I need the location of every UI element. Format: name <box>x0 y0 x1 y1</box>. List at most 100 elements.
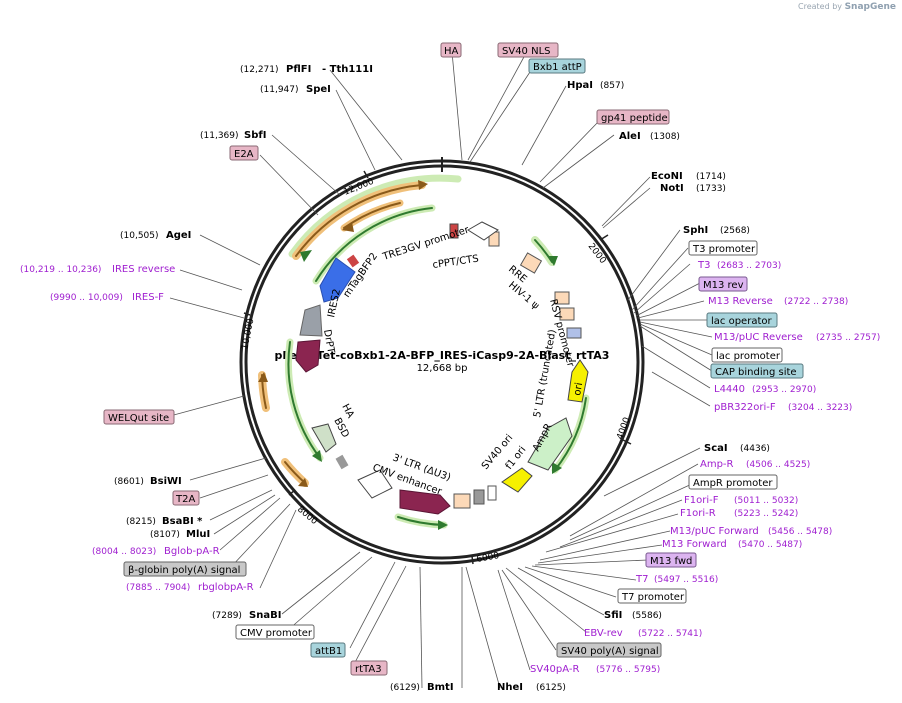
t7-pos: (5497 .. 5516) <box>654 575 718 585</box>
t3promoter-box <box>688 240 758 256</box>
plasmid-name: pLenti-Tet-coBxb1-2A-BFP_IRES-iCasp9-2A-… <box>275 349 610 362</box>
bxb1-stripes <box>566 327 582 339</box>
rtta3-label: rtTA3 <box>355 664 382 675</box>
sv40nls-label: SV40 NLS <box>502 46 551 57</box>
pflfi-pos: (12,271) <box>240 65 279 75</box>
rsv-box <box>559 307 575 321</box>
t7promoter-box <box>617 588 687 604</box>
sfii-pos: (5586) <box>632 611 662 621</box>
arc-arrowheads <box>258 180 562 530</box>
tick-10000: 10,000 <box>240 317 256 350</box>
m13rev-box <box>698 276 748 292</box>
nhei-label: NheI <box>497 682 523 693</box>
ha-box-label <box>440 42 462 58</box>
cap-label: CAP binding site <box>715 367 797 378</box>
hpai-pos: (857) <box>600 81 624 91</box>
ires-f-label: IRES-F <box>132 292 164 303</box>
lacoperator-box <box>706 312 778 328</box>
m13puc-reverse-label: M13/pUC Reverse <box>714 332 803 343</box>
tick-8000: 8000 <box>295 505 319 528</box>
attb1-label: attB1 <box>315 646 342 657</box>
bglob-pa-r-pos: (8004 .. 8023) <box>92 547 156 557</box>
ires2-shape <box>299 304 323 337</box>
sbfi-label: SbfI <box>244 130 266 141</box>
sv40ori-box <box>487 485 497 501</box>
f1ori-arrow <box>501 467 533 493</box>
m13puc-forward-pos: (5456 .. 5478) <box>768 527 832 537</box>
snapgene-logo: SnapGene <box>844 2 896 12</box>
snabi-label: SnaBI <box>249 610 281 621</box>
cap-box <box>710 363 804 379</box>
nhei-pos: (6125) <box>536 683 566 693</box>
gp41-label: gp41 peptide <box>601 113 668 124</box>
ampr-arrow <box>527 417 573 471</box>
f1ori-r-pos: (5223 .. 5242) <box>734 509 798 519</box>
iCasp-red-bar <box>346 254 360 268</box>
m13-reverse-label: M13 Reverse <box>708 296 773 307</box>
rbglobpa-r-label: rbglobpA-R <box>198 582 254 593</box>
alei-pos: (1308) <box>650 132 680 142</box>
f1ori-f-label: F1ori-F <box>684 495 719 506</box>
m13fwd-label: M13 fwd <box>650 556 692 567</box>
t7-label: T7 <box>635 574 648 585</box>
ltr5-box <box>554 291 570 305</box>
bxb1attp-box <box>528 58 586 74</box>
m13fwd-box <box>645 552 697 568</box>
welqut-label: WELQut site <box>108 413 169 424</box>
spei-label: SpeI <box>306 84 331 95</box>
noti-label: NotI <box>660 183 684 194</box>
plasmid-size: 12,668 bp <box>417 363 468 374</box>
tick-6000: 6000 <box>476 551 501 565</box>
sphi-label: SphI <box>683 225 708 236</box>
t2a-label: T2A <box>175 494 195 505</box>
label-cppt: cPPT/CTS <box>432 254 480 271</box>
bsd-arrow <box>311 423 337 453</box>
hiv-psi-box <box>519 252 543 274</box>
attb1-box <box>310 642 346 658</box>
welqut-box <box>103 409 175 425</box>
enzyme-labels: (12,271) PflFI - Tth111I (11,947) SpeI (… <box>114 64 770 693</box>
f1ori-r-label: F1ori-R <box>680 508 716 519</box>
scai-label: ScaI <box>704 443 728 454</box>
t3-label: T3 <box>697 260 710 271</box>
spei-pos: (11,947) <box>260 85 299 95</box>
agei-label: AgeI <box>166 230 191 241</box>
amprpromoter-box <box>688 474 778 490</box>
boxed-labels: HA SV40 NLS Bxb1 attP gp41 peptide E2A T… <box>103 42 804 676</box>
e2a-box <box>229 145 259 161</box>
snabi-pos: (7289) <box>212 611 242 621</box>
amp-r-pos: (4506 .. 4525) <box>746 460 810 470</box>
tth111i-label: - Tth111I <box>322 64 373 75</box>
label-bsd: BSD <box>331 416 351 440</box>
sv40pa-label: SV40 poly(A) signal <box>561 646 659 657</box>
sv40pa-box <box>556 642 662 658</box>
sv40pa-box <box>473 489 485 505</box>
ires-reverse-pos: (10,219 .. 10,236) <box>20 265 101 275</box>
econi-pos: (1714) <box>696 172 726 182</box>
sfii-label: SfiI <box>604 610 622 621</box>
bsiwi-pos: (8601) <box>114 477 144 487</box>
m13-reverse-pos: (2722 .. 2738) <box>784 297 848 307</box>
rbglobpa-r-pos: (7885 .. 7904) <box>126 583 190 593</box>
t2a-box <box>172 490 200 506</box>
mlui-label: MluI <box>186 529 210 540</box>
m13puc-forward-label: M13/pUC Forward <box>670 526 759 537</box>
bxb1attp-label: Bxb1 attP <box>533 62 582 73</box>
l4440-label: L4440 <box>714 384 745 395</box>
label-ori: ori <box>572 382 585 397</box>
econi-label: EcoNI <box>651 171 683 182</box>
scai-pos: (4436) <box>740 444 770 454</box>
ltr3-box <box>453 493 471 509</box>
ebv-rev-pos: (5722 .. 5741) <box>638 629 702 639</box>
bsabi-pos: (8215) <box>126 517 156 527</box>
snapgene-credit: Created by SnapGene <box>798 2 896 12</box>
bmti-label: BmtI <box>427 682 454 693</box>
tre3gv-arrow <box>467 221 499 241</box>
leader-lines <box>169 51 713 689</box>
ori-arrow <box>567 359 589 403</box>
pflfi-label: PflFI <box>286 64 311 75</box>
lacpromoter-box <box>711 347 783 363</box>
sv40pa-r-pos: (5776 .. 5795) <box>596 665 660 675</box>
m13-forward-label: M13 Forward <box>662 539 727 550</box>
m13-forward-pos: (5470 .. 5487) <box>738 540 802 550</box>
